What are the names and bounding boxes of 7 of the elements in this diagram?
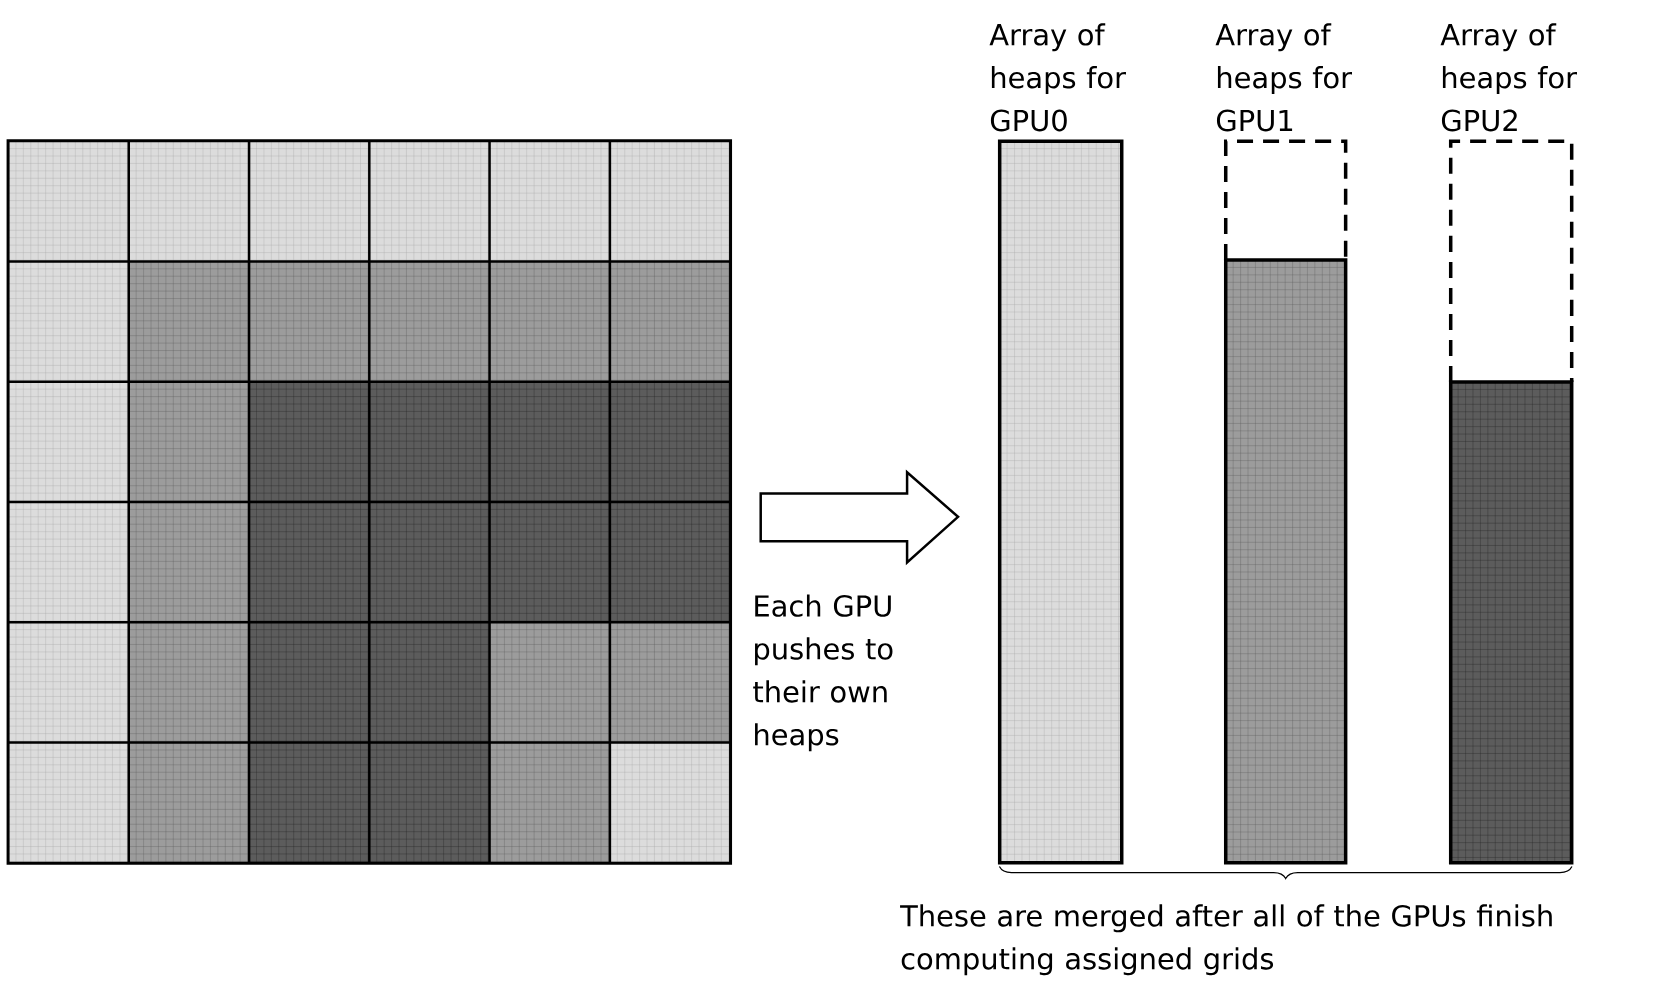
bar-heading: Array of heaps for GPU1: [1215, 23, 1352, 132]
bar-heading: Array of heaps for GPU0: [989, 23, 1126, 132]
caption-text: These are merged after all of the GPUs finish computing assigned grids: [900, 904, 1552, 976]
edge-label: Each GPU pushes to their own heaps: [753, 594, 893, 752]
grid-drawing: [6, 139, 733, 865]
block-arrow: [759, 469, 960, 566]
bar-heading: Array of heaps for GPU2: [1440, 23, 1577, 132]
